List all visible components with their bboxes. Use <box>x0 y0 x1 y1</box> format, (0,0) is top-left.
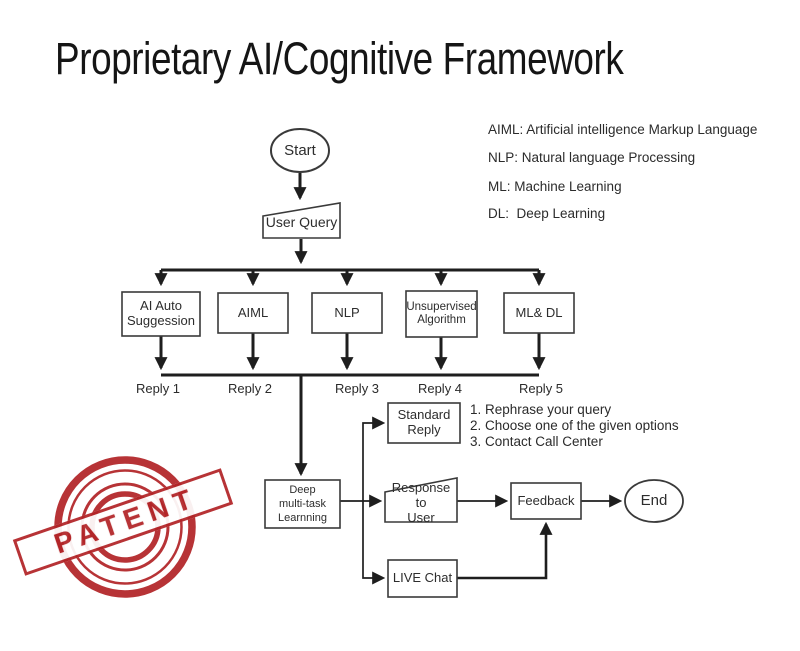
aiml-node-label: AIML <box>237 304 269 320</box>
feedback-node-shape <box>510 482 582 520</box>
deep-line2: multi-task <box>278 497 327 510</box>
reply-5-label: Reply 5 <box>518 380 564 396</box>
standard-reply-node-label: Standard Reply <box>388 403 460 443</box>
ai-auto-suggestion-node-label: AI Auto Suggession <box>122 292 200 336</box>
end-node-shape <box>624 479 684 523</box>
deep-multitask-node-shape <box>264 479 341 529</box>
legend-aiml: AIML: Artificial intelligence Markup Lan… <box>488 122 758 137</box>
arrow-live-chat-to-feedback <box>457 521 553 580</box>
instruction-2: 2. Choose one of the given options <box>470 418 679 433</box>
start-node-shape <box>270 128 330 173</box>
ai-auto-suggestion-line1: AI Auto <box>140 298 182 314</box>
deep-multitask-node-label: Deep multi-task Learnning <box>265 480 340 528</box>
start-node-label: Start <box>284 141 316 159</box>
aiml-node-shape <box>217 292 289 334</box>
legend-ml: ML: Machine Learning <box>488 179 622 194</box>
live-chat-node-label: LIVE Chat <box>392 570 453 586</box>
live-chat-node-shape <box>387 559 458 598</box>
response-line1: Response to <box>391 480 451 511</box>
ml-dl-node-label: ML& DL <box>515 304 563 320</box>
instruction-3: 3. Contact Call Center <box>470 434 603 449</box>
response-line2: User <box>407 509 435 525</box>
ml-dl-node-shape <box>503 292 575 334</box>
deep-line1: Deep <box>289 483 316 496</box>
user-query-node-shape <box>262 202 341 239</box>
reply-4-label: Reply 4 <box>417 380 463 396</box>
response-to-user-node-label: Response to User <box>385 480 457 525</box>
user-query-node-label: User Query <box>265 214 338 231</box>
page-title: Proprietary AI/Cognitive Framework <box>55 33 624 84</box>
ai-auto-suggestion-node-shape <box>121 291 201 337</box>
reply-3-label: Reply 3 <box>334 380 380 396</box>
instruction-1: 1. Rephrase your query <box>470 402 612 417</box>
response-to-user-node-shape <box>384 477 458 523</box>
standard-reply-node-shape <box>387 402 461 444</box>
reply-1-label: Reply 1 <box>135 380 181 396</box>
unsupervised-algorithm-node-shape <box>405 290 478 338</box>
arrow-branch-to-live-chat <box>362 501 386 585</box>
feedback-node-label: Feedback <box>517 492 575 508</box>
unsupervised-line2: Algorithm <box>417 314 466 326</box>
legend-nlp: NLP: Natural language Processing <box>488 150 696 165</box>
deep-line3: Learnning <box>278 512 327 525</box>
arrow-branch-to-standard-reply <box>362 416 386 501</box>
standard-reply-line1: Standard <box>397 407 451 423</box>
unsupervised-line1: Unsupervised <box>406 300 477 313</box>
nlp-node-label: NLP <box>334 304 360 320</box>
legend-dl: DL: Deep Learning <box>488 206 606 221</box>
end-node-label: End <box>640 491 668 509</box>
standard-reply-line2: Reply <box>407 422 441 437</box>
reply-2-label: Reply 2 <box>227 380 273 396</box>
unsupervised-algorithm-node-label: Unsupervised Algorithm <box>406 291 477 337</box>
ai-auto-suggestion-line2: Suggession <box>127 313 195 328</box>
nlp-node-shape <box>311 292 383 334</box>
